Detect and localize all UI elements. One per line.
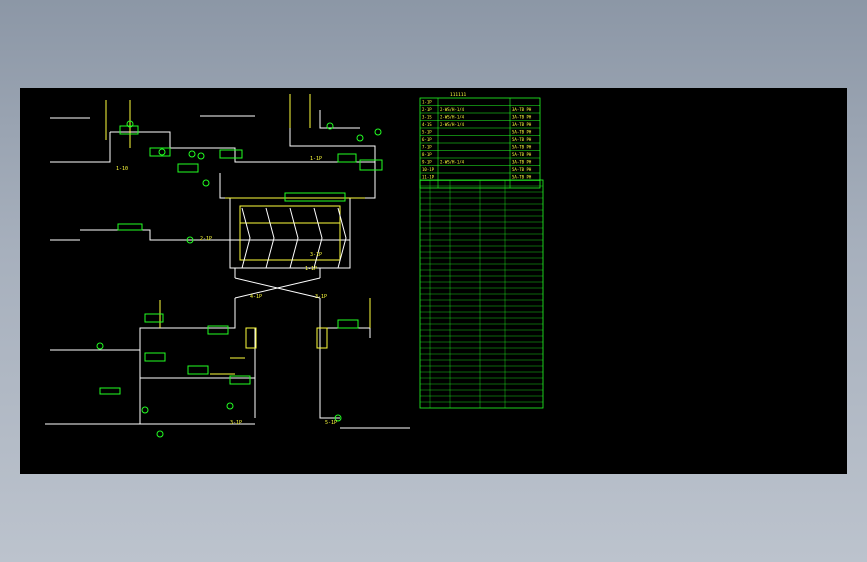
table-top-cell-spec: 3A-TB PH	[512, 115, 532, 120]
label-l3: 2-1P	[200, 236, 212, 242]
table-top-cell-desc: 2-WS/H-1/4	[440, 107, 465, 112]
table-top-title: 111111	[450, 92, 467, 98]
lower-boxes	[99, 313, 359, 395]
lower-yellow-runs	[159, 298, 371, 375]
label-l9: 5-1P	[325, 420, 337, 426]
table-top-cell-id: 9-1P	[422, 160, 432, 165]
table-top-cell-desc: 2-WS/H-1/4	[440, 115, 465, 120]
table-top-cell-id: 7-1P	[422, 145, 432, 150]
table-top-cell-spec: 5A-TB PH	[512, 175, 532, 180]
table-top-cell-spec: 3A-TB PH	[512, 107, 532, 112]
table-top-cell-spec: 5A-TB PH	[512, 152, 532, 157]
lower-process-lines	[45, 298, 410, 429]
upper-boxes	[117, 125, 383, 231]
upper-process-lines	[50, 110, 376, 299]
table-top-cell-spec: 5A-TB PH	[512, 167, 532, 172]
table-top-cell-id: 11-1P	[422, 175, 435, 180]
upper-yellow-runs	[105, 94, 365, 261]
schematic-canvas: 1-10 1-1P 2-1P 3-1P 1-1P 4-1P 3-1P 3-1P …	[45, 92, 544, 438]
label-l1: 1-10	[116, 166, 128, 172]
table-top-cell-spec: 5A-TB PH	[512, 130, 532, 135]
table-top-cell-spec: 3A-TB PH	[512, 122, 532, 127]
upper-zigzags	[241, 207, 347, 269]
label-l2: 1-1P	[310, 156, 322, 162]
drawing-viewport[interactable]: 1-10 1-1P 2-1P 3-1P 1-1P 4-1P 3-1P 3-1P …	[20, 88, 847, 474]
diagram-labels: 1-10 1-1P 2-1P 3-1P 1-1P 4-1P 3-1P 3-1P …	[116, 156, 337, 426]
table-top-cell-desc: 2-WS/H-1/4	[440, 122, 465, 127]
instrument-bubbles	[96, 120, 382, 438]
label-l7: 3-1P	[315, 294, 327, 300]
label-l8: 3-1P	[230, 420, 242, 426]
label-l4: 3-1P	[310, 252, 322, 258]
table-top-cell-id: 1-1P	[422, 100, 432, 105]
table-top-cell-id: 4-1S	[422, 122, 432, 127]
table-top-cell-id: 2-1P	[422, 107, 432, 112]
table-bottom	[419, 179, 544, 409]
table-top-cell-spec: 5A-TB PH	[512, 145, 532, 150]
table-top-cell-id: 6-1P	[422, 137, 432, 142]
table-top-cell-desc: 2-WS/H-1/4	[440, 160, 465, 165]
label-l5: 1-1P	[305, 266, 317, 272]
table-top-cell-spec: 5A-TB PH	[512, 137, 532, 142]
table-top-cell-id: 10-1P	[422, 167, 435, 172]
label-l6: 4-1P	[250, 294, 262, 300]
table-top-cell-spec: 3A-TB PH	[512, 160, 532, 165]
table-top-cell-id: 5-1P	[422, 130, 432, 135]
table-top: 111111 1-1P 2-1P 2-WS/H-1/4 3A-TB PH 3-1S 2-WS…	[419, 92, 541, 189]
table-top-cell-id: 3-1S	[422, 115, 432, 120]
table-top-cell-id: 8-1P	[422, 152, 432, 157]
